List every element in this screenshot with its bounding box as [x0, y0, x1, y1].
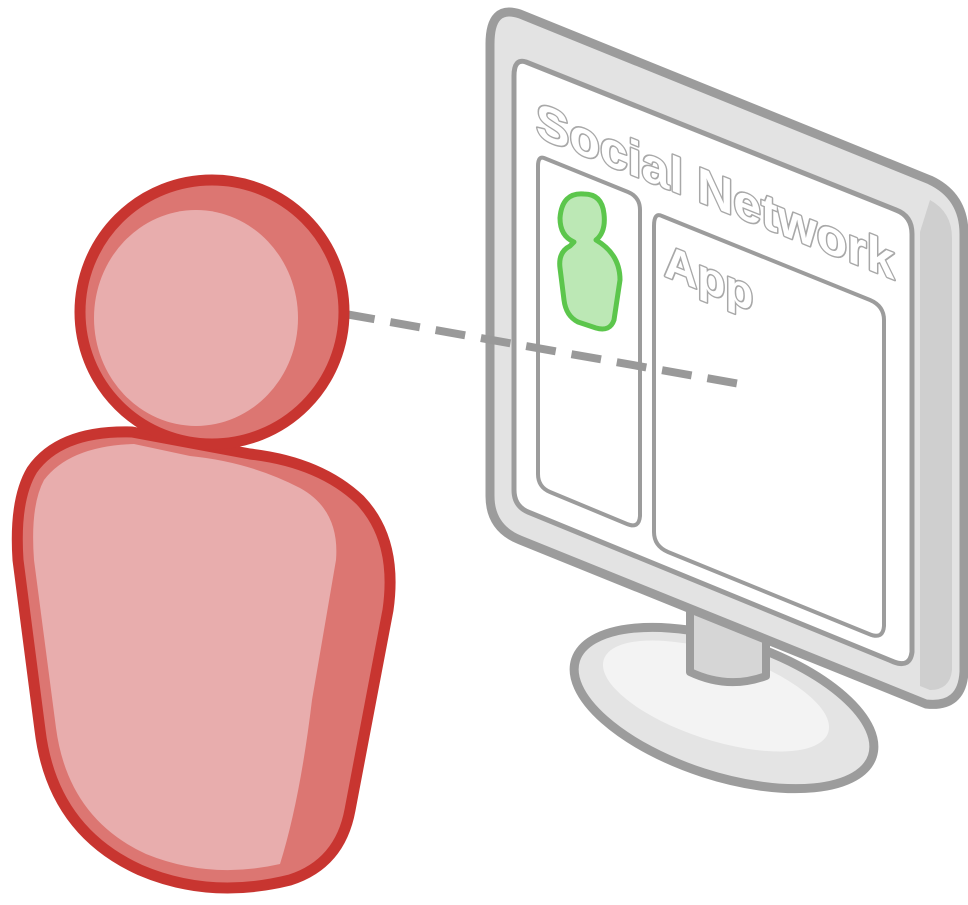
monitor-icon: Social Network App — [490, 12, 964, 821]
monitor-side-shade — [920, 200, 952, 690]
person-head-highlight — [94, 210, 298, 426]
person-icon — [17, 180, 390, 888]
